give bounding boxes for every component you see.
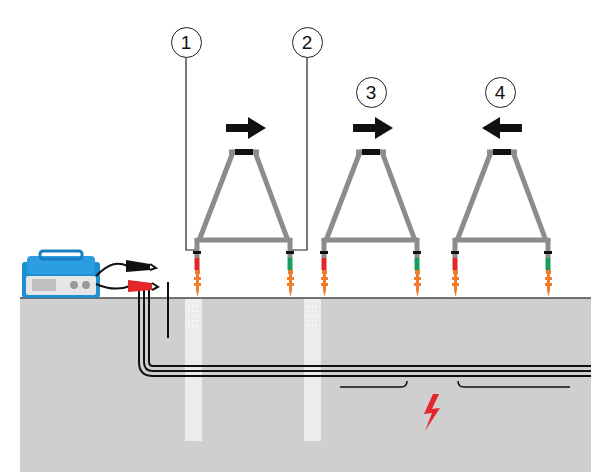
callout-number: 4	[495, 83, 506, 102]
test-leads	[96, 260, 158, 292]
cable	[139, 288, 591, 376]
callout-number: 1	[181, 33, 192, 52]
callout-number: 3	[366, 83, 377, 102]
a-frame	[193, 149, 294, 297]
direction-arrow	[226, 117, 266, 139]
a-frame	[451, 149, 552, 297]
callout-number: 2	[302, 33, 313, 52]
ground-rod	[167, 282, 169, 338]
ground	[20, 298, 591, 472]
callout-circle: 4	[485, 77, 516, 108]
a-frame	[320, 149, 421, 297]
callout-circle: 3	[356, 77, 387, 108]
callout-circle: 2	[292, 27, 323, 58]
ground-surface	[20, 297, 591, 299]
leader-line	[292, 57, 307, 250]
probe-marks	[189, 300, 316, 330]
fault-bracket	[340, 381, 407, 387]
instrument	[22, 251, 100, 298]
leader-line	[186, 57, 195, 250]
callout-circle: 1	[171, 27, 202, 58]
fault-symbol	[424, 394, 440, 431]
direction-arrow	[482, 117, 522, 139]
fault-bracket	[458, 381, 570, 387]
direction-arrow	[353, 117, 393, 139]
